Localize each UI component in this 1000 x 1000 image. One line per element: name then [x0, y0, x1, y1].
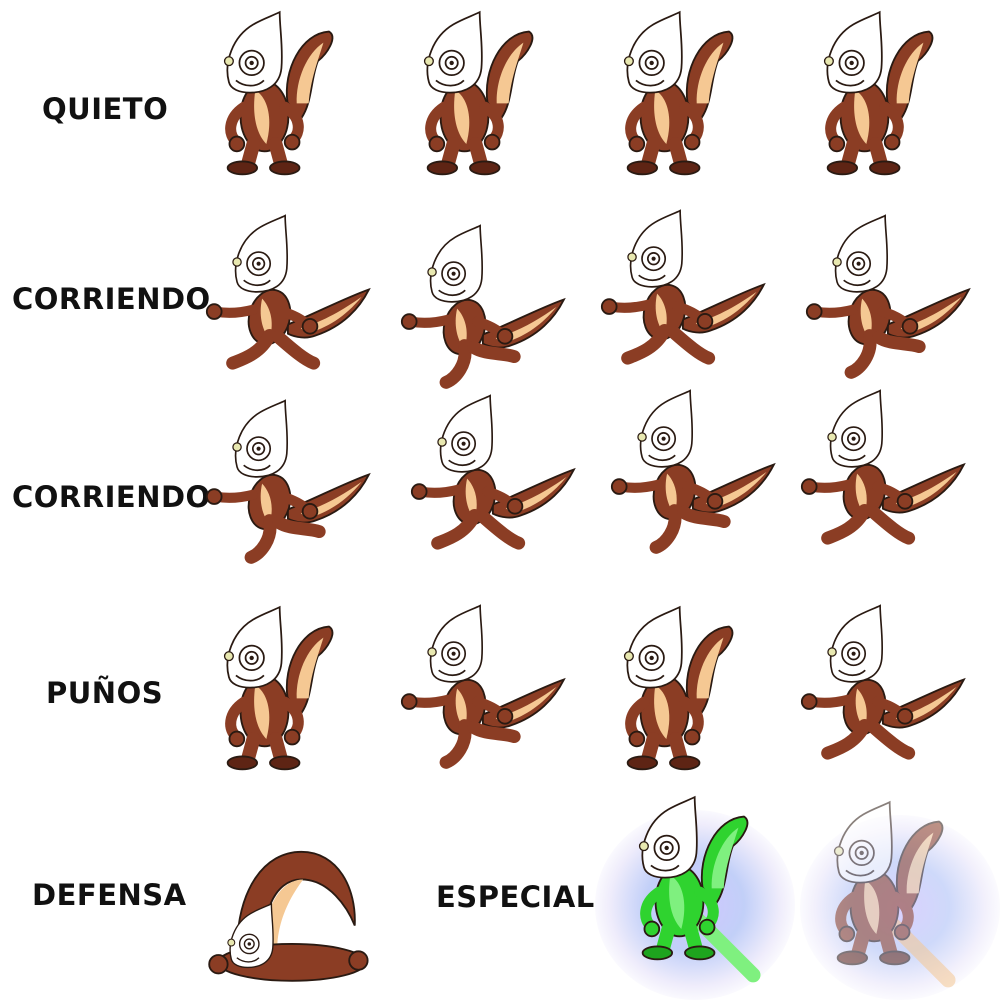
chameleon-squirrel-sprite: [623, 10, 734, 176]
chameleon-squirrel-sprite: [623, 605, 734, 771]
punos-frame: [200, 605, 375, 785]
chameleon-squirrel-sprite: [638, 795, 761, 983]
chameleon-squirrel-sprite: [610, 389, 776, 554]
quieto-frame: [600, 10, 775, 190]
chameleon-squirrel-sprite: [423, 10, 534, 176]
chameleon-squirrel-sprite: [400, 604, 566, 769]
punos-frame: [800, 604, 975, 790]
quieto-frame: [200, 10, 375, 190]
especial-frame: [810, 800, 985, 988]
chameleon-squirrel-sprite: [223, 10, 334, 176]
row-label-defensa: DEFENSA: [32, 878, 187, 912]
corriendo-frame: [205, 214, 380, 400]
corriendo-frame: [400, 224, 575, 410]
chameleon-squirrel-sprite: [205, 214, 371, 370]
corriendo-frame: [600, 209, 775, 395]
chameleon-squirrel-sprite: [800, 389, 966, 545]
chameleon-squirrel-sprite: [805, 214, 971, 379]
row-label-quieto: QUIETO: [42, 92, 169, 126]
chameleon-squirrel-sprite: [800, 604, 966, 760]
defensa-frame: [200, 815, 375, 990]
chameleon-squirrel-sprite: [410, 394, 576, 550]
corriendo-frame: [805, 214, 980, 400]
chameleon-squirrel-sprite: [833, 800, 956, 988]
quieto-frame: [800, 10, 975, 190]
corriendo-frame: [800, 389, 975, 575]
corriendo-frame: [610, 389, 785, 575]
especial-frame: [615, 795, 790, 983]
chameleon-squirrel-sprite: [823, 10, 934, 176]
chameleon-squirrel-sprite: [600, 209, 766, 365]
quieto-frame: [400, 10, 575, 190]
punos-frame: [600, 605, 775, 785]
punos-frame: [400, 604, 575, 790]
chameleon-squirrel-sprite: [205, 399, 371, 564]
row-label-corriendo-2: CORRIENDO: [12, 480, 211, 514]
row-label-corriendo-1: CORRIENDO: [12, 282, 211, 316]
corriendo-frame: [410, 394, 585, 580]
corriendo-frame: [205, 399, 380, 585]
chameleon-squirrel-sprite: [223, 605, 334, 771]
row-label-especial: ESPECIAL: [436, 880, 595, 914]
row-label-punos: PUÑOS: [46, 676, 164, 710]
chameleon-squirrel-sprite: [400, 224, 566, 389]
chameleon-squirrel-sprite: [208, 850, 369, 982]
